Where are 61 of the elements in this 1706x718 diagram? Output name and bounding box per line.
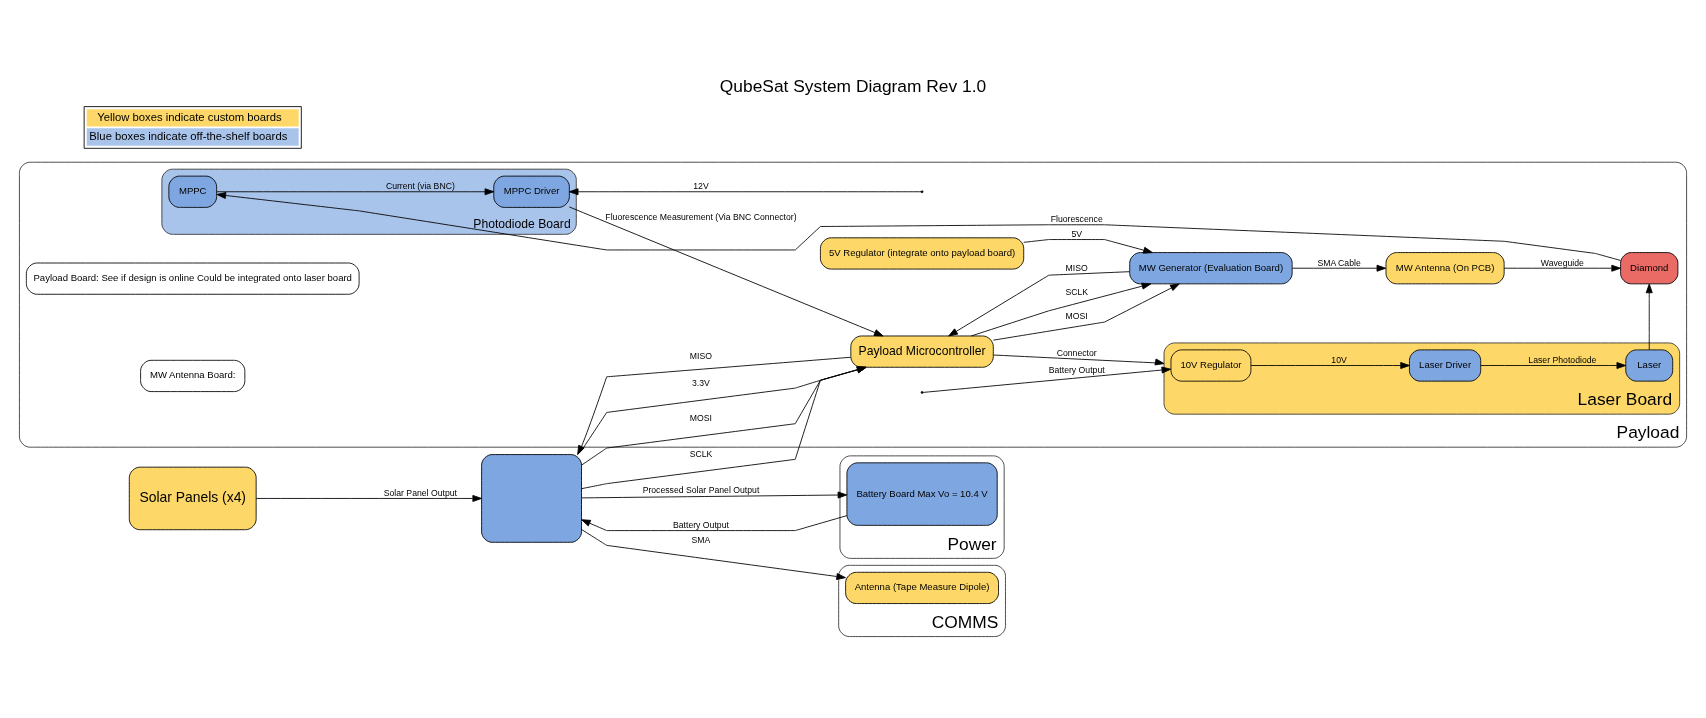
arrow bbox=[216, 192, 1621, 261]
edge-label: Fluorescence bbox=[1050, 214, 1103, 225]
arrow bbox=[216, 188, 495, 196]
edge-label: MOSI bbox=[1065, 311, 1088, 322]
node-box bbox=[481, 454, 582, 543]
edge-label: SCLK bbox=[689, 448, 713, 459]
legend-label: Blue boxes indicate off-the-shelf boards bbox=[89, 129, 288, 142]
arrow bbox=[948, 271, 1130, 337]
edge-label: SCLK bbox=[1065, 287, 1089, 298]
arrow bbox=[581, 366, 867, 490]
node-box: Payload Board: See if design is online Could be integrated onto laser board bbox=[25, 262, 360, 295]
edge-label: Battery Output bbox=[673, 519, 729, 530]
edge-label: Current (via BNC) bbox=[385, 181, 455, 192]
node-box: MPPC bbox=[168, 175, 218, 208]
arrow bbox=[1503, 264, 1621, 272]
edge-label: 5V bbox=[1071, 228, 1083, 239]
edge-label: Laser Photodiode bbox=[1528, 354, 1597, 365]
edge-label: Fluorescence Measurement (Via BNC Connector) bbox=[605, 212, 797, 223]
arrow bbox=[1292, 264, 1387, 272]
legend-label: Yellow boxes indicate custom boards bbox=[97, 110, 282, 123]
node-box: Solar Panels (x4) bbox=[128, 466, 257, 531]
edge-label: Connector bbox=[1056, 347, 1097, 358]
arrow bbox=[568, 188, 922, 196]
arrow bbox=[970, 282, 1152, 337]
edge-label: MOSI bbox=[689, 413, 713, 424]
node-box: MW Generator (Evaluation Board) bbox=[1129, 252, 1293, 285]
arrow bbox=[992, 283, 1180, 341]
edge-label: Battery Output bbox=[1048, 365, 1105, 376]
node-box: Payload Microcontroller bbox=[850, 335, 994, 368]
node-box: Laser Driver bbox=[1409, 349, 1482, 382]
arrow bbox=[581, 491, 848, 499]
arrow bbox=[255, 494, 482, 502]
node-box: Laser bbox=[1625, 349, 1674, 382]
node-box: MW Antenna Board: bbox=[140, 359, 246, 392]
edge-label: 10V bbox=[1331, 354, 1347, 365]
edge-label: SMA bbox=[691, 534, 711, 545]
node-box: 5V Regulator (integrate onto payload board) bbox=[820, 237, 1025, 270]
edge-label: Waveguide bbox=[1540, 257, 1584, 268]
edge-label: 12V bbox=[693, 181, 709, 192]
arrow bbox=[993, 354, 1172, 374]
arrow bbox=[1250, 362, 1410, 369]
diagram-title: QubeSat System Diagram Rev 1.0 bbox=[719, 75, 987, 96]
arrow bbox=[1023, 239, 1153, 254]
edge-label: MISO bbox=[1065, 262, 1088, 273]
node-box: Diamond bbox=[1620, 252, 1679, 285]
arrow bbox=[568, 206, 884, 337]
node-box: MW Antenna (On PCB) bbox=[1385, 252, 1505, 285]
arrow bbox=[1480, 362, 1627, 369]
edge-label: Solar Panel Output bbox=[383, 487, 457, 498]
node-box: Battery Board Max Vo = 10.4 V bbox=[846, 462, 998, 526]
arrow bbox=[581, 529, 846, 580]
edge-label: MISO bbox=[689, 351, 713, 362]
edge-label: SMA Cable bbox=[1317, 257, 1361, 268]
arrow bbox=[1645, 283, 1653, 351]
node-box: 10V Regulator bbox=[1170, 349, 1252, 382]
edge-label: Processed Solar Panel Output bbox=[642, 485, 760, 496]
arrow bbox=[581, 515, 848, 531]
edge-label: 3.3V bbox=[692, 377, 710, 388]
node-box: MPPC Driver bbox=[493, 175, 570, 208]
arrow bbox=[922, 358, 1172, 393]
node-box: Antenna (Tape Measure Dipole) bbox=[845, 571, 999, 604]
